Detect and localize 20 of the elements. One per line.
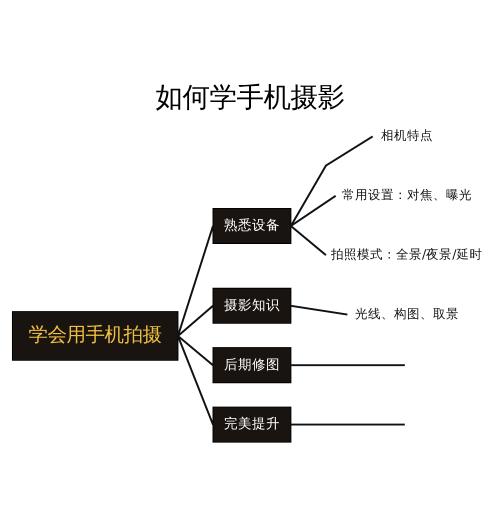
node-text: 光线、构图、取景	[354, 305, 459, 320]
node-box: 摄影知识	[212, 287, 292, 324]
node-box: 完美提升	[212, 406, 292, 442]
connector	[290, 304, 348, 316]
connector	[290, 194, 336, 226]
connector	[177, 335, 214, 424]
diagram-title: 如何学手机摄影	[156, 82, 344, 114]
node-text: 常用设置：对焦、曝光	[342, 186, 472, 202]
connector	[177, 304, 214, 336]
connector	[290, 135, 374, 226]
connector	[177, 334, 214, 366]
connector	[290, 364, 405, 366]
node-text: 相机特点	[380, 127, 433, 142]
node-box: 学会用手机拍摄	[12, 310, 178, 360]
connector	[290, 423, 405, 426]
node-box: 熟悉设备	[212, 207, 292, 244]
node-text: 拍照模式：全景/夜景/延时	[330, 246, 483, 261]
node-box: 后期修图	[212, 346, 292, 383]
connector	[177, 225, 214, 336]
connector	[290, 224, 327, 256]
